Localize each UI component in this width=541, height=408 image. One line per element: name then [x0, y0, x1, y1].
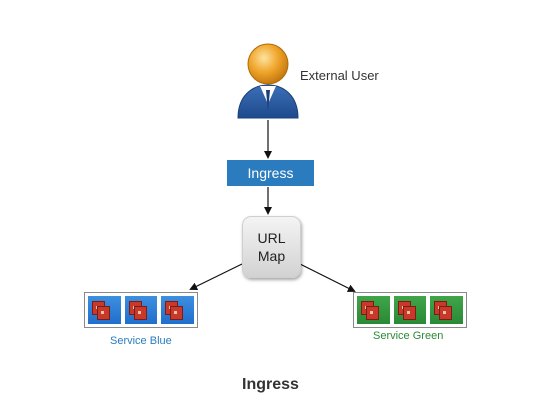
- figure-caption: Ingress: [242, 376, 299, 393]
- service-green-group: [353, 292, 467, 328]
- pod-icon: [439, 306, 453, 320]
- service-blue-pod-tile: [124, 296, 158, 324]
- pod-icon: [366, 306, 379, 320]
- service-green-pod-tile: [393, 296, 427, 324]
- service-blue-pod-tile: [161, 296, 195, 324]
- pod-icon: [402, 306, 416, 320]
- pod-icon: [97, 306, 110, 320]
- pod-icon: [170, 306, 184, 320]
- ingress-box: Ingress: [227, 160, 314, 186]
- service-blue-group: [84, 292, 198, 328]
- user-icon: [237, 43, 299, 119]
- service-green-pod-tile: [357, 296, 390, 324]
- arrow-urlmap-to-service-green: [299, 263, 356, 292]
- arrow-urlmap-to-service-blue: [189, 263, 243, 290]
- url-map-line1: URL: [257, 230, 286, 246]
- pod-icon: [133, 306, 147, 320]
- service-blue-label: Service Blue: [110, 335, 172, 347]
- service-blue-pod-tile: [88, 296, 121, 324]
- url-map-line2: Map: [257, 248, 286, 264]
- service-green-label: Service Green: [373, 330, 444, 342]
- service-green-pod-tile: [430, 296, 464, 324]
- ingress-label: Ingress: [247, 165, 294, 181]
- external-user-label: External User: [300, 68, 379, 83]
- url-map-box: URL Map: [242, 216, 301, 278]
